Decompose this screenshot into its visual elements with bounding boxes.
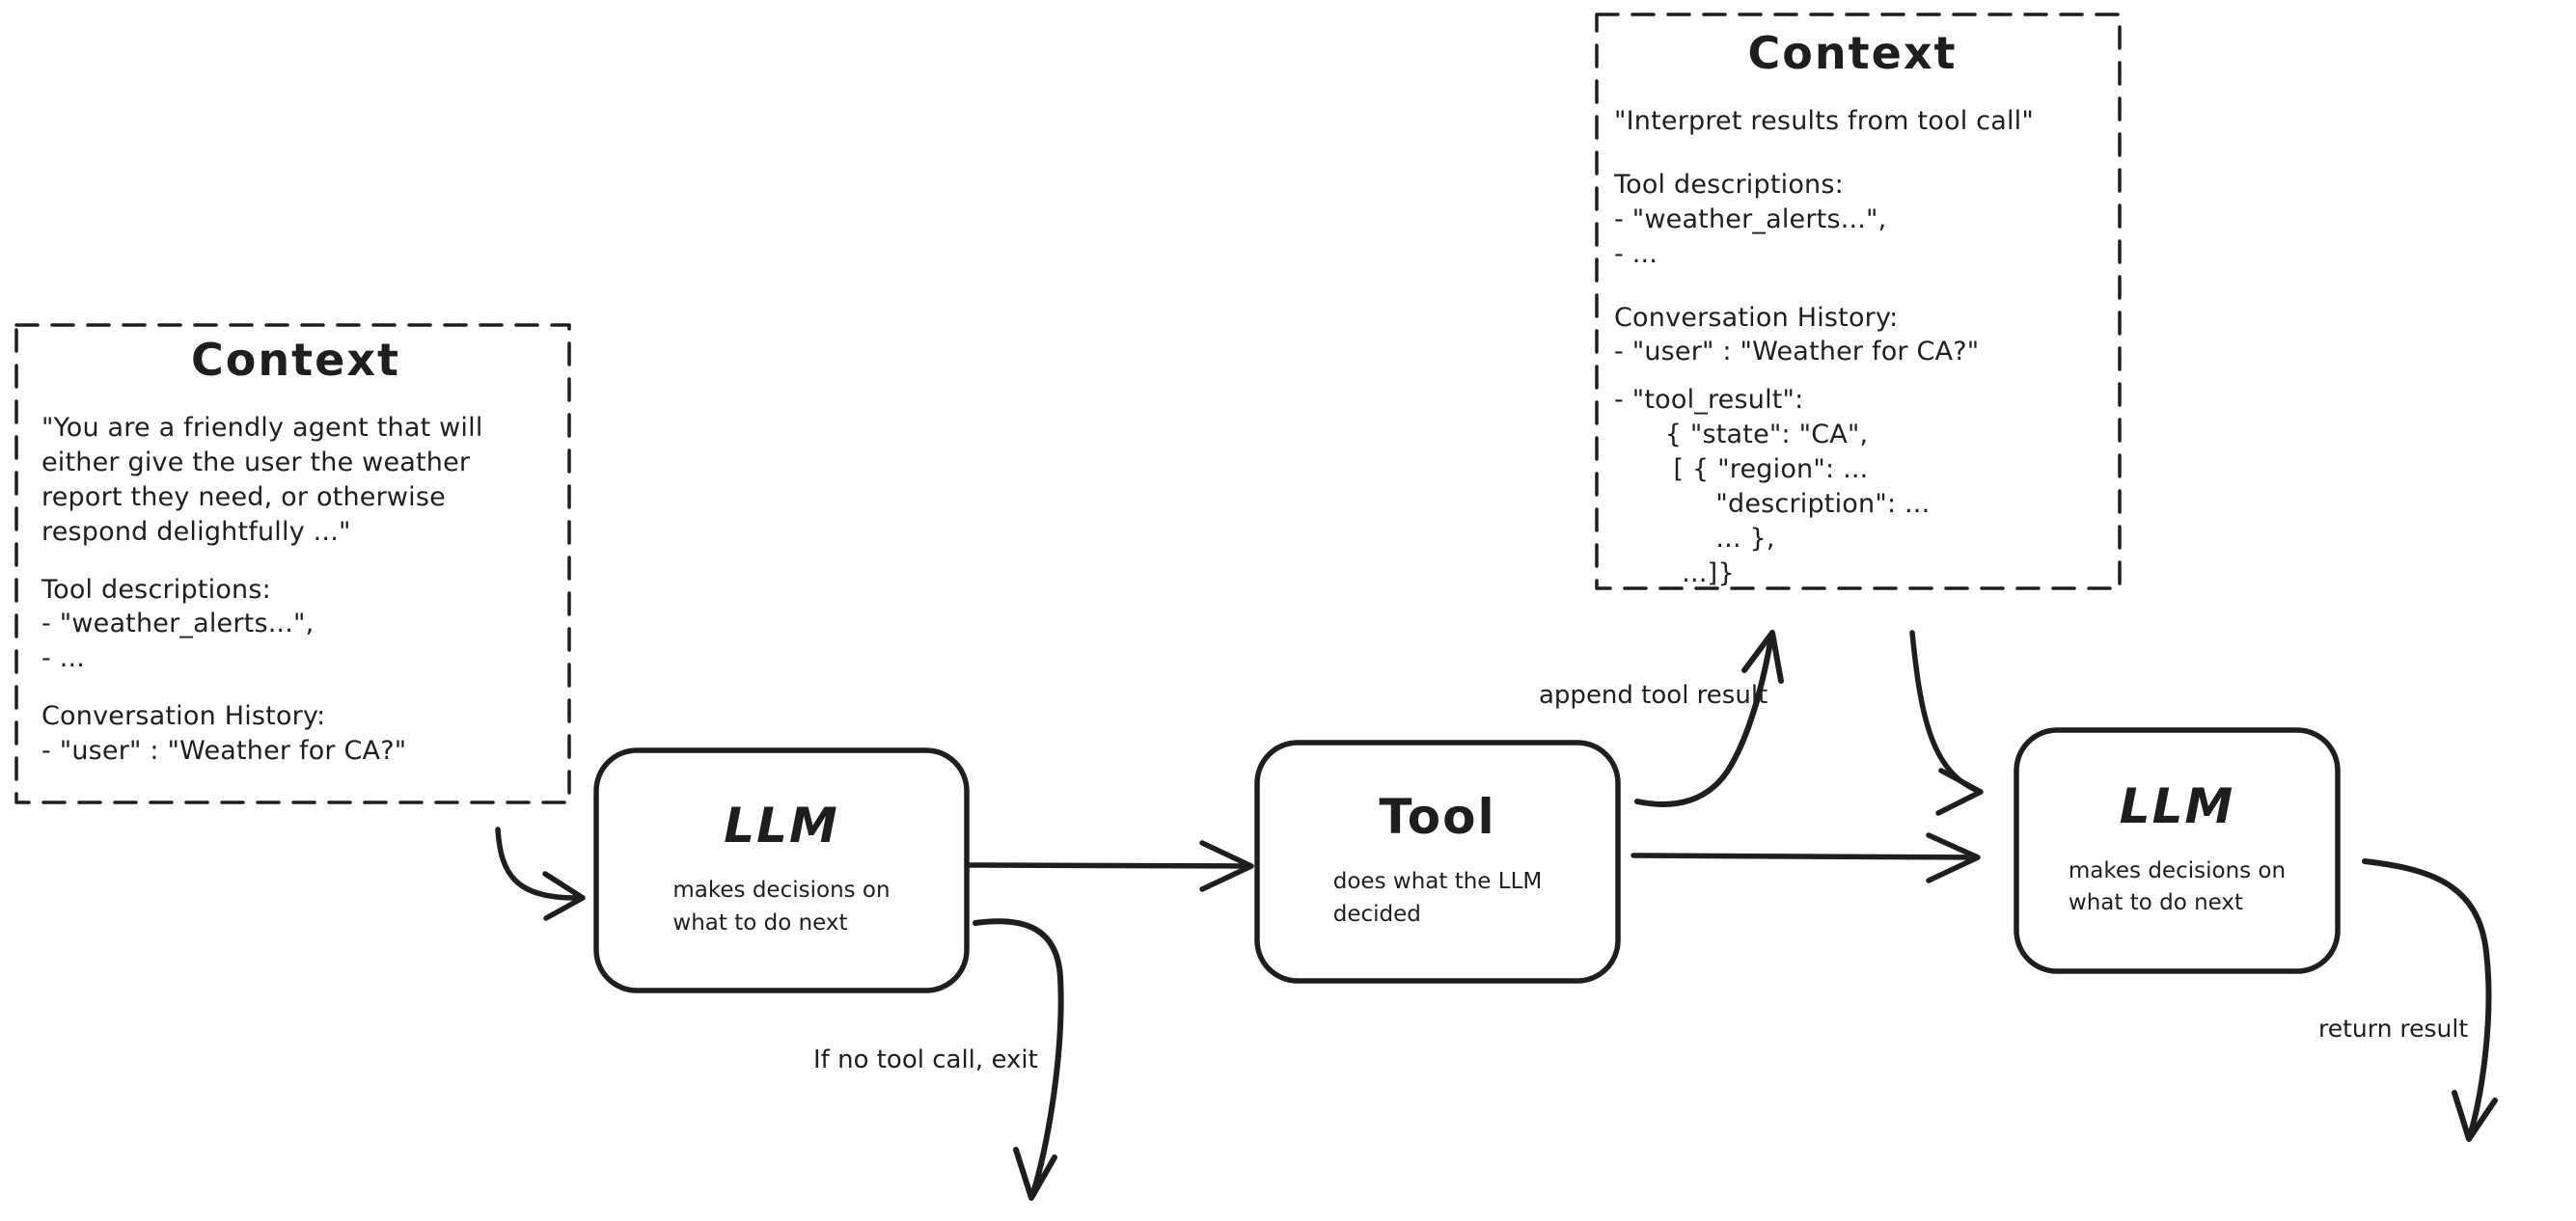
llm-second-node-border (2014, 727, 2341, 974)
llm-first-node-title: LLM (724, 798, 839, 855)
context-box-right: Context "Interpret results from tool cal… (1597, 14, 2120, 588)
context-box-left-system-prompt: "You are a friendly agent that will eith… (41, 412, 483, 547)
tool-node-border (1254, 740, 1621, 984)
edge-label-return-result: return result (2318, 1015, 2469, 1043)
llm-second-node-title: LLM (2119, 777, 2235, 834)
context-box-right-border (1595, 13, 2122, 590)
arrow-llm-first-to-tool (967, 840, 1254, 892)
tool-node-title: Tool (1379, 789, 1496, 846)
tool-node: Tool does what the LLM decided (1257, 743, 1618, 981)
edge-label-append-tool-result: append tool result (1539, 681, 1768, 710)
context-box-right-title: Context (1747, 27, 1958, 79)
arrow-tool-to-llm-second (1631, 832, 1981, 883)
arrow-context-left-to-llm-first (495, 827, 586, 921)
context-box-left-border (14, 323, 571, 804)
context-box-left-conversation-history: Conversation History: - "user" : "Weathe… (41, 701, 407, 767)
arrow-context-right-to-llm-second (1909, 630, 1984, 816)
context-box-left-tool-descriptions: Tool descriptions: - "weather_alerts..."… (41, 574, 315, 674)
context-box-left: Context "You are a friendly agent that w… (16, 325, 569, 802)
llm-first-node-subtitle: makes decisions on what to do next (672, 878, 891, 936)
llm-first-node: LLM makes decisions on what to do next (596, 750, 967, 990)
llm-second-node: LLM makes decisions on what to do next (2016, 730, 2338, 971)
arrow-llm-second-return (2362, 858, 2498, 1142)
tool-node-subtitle: does what the LLM decided (1332, 869, 1543, 927)
llm-second-node-subtitle: makes decisions on what to do next (2068, 857, 2287, 915)
context-box-right-tool-result: - "tool_result": { "state": "CA", [ { "r… (1614, 385, 1931, 588)
arrow-tool-to-context-right (1634, 630, 1784, 807)
context-box-left-title: Context (191, 334, 400, 386)
context-box-right-tool-descriptions: Tool descriptions: - "weather_alerts..."… (1614, 169, 1887, 269)
context-box-right-conversation-history: Conversation History: - "user" : "Weathe… (1614, 302, 1980, 367)
context-box-right-system-prompt: "Interpret results from tool call" (1614, 105, 2034, 136)
edge-label-if-no-tool-call-exit: If no tool call, exit (813, 1045, 1038, 1074)
arrow-llm-first-exit (973, 918, 1064, 1201)
llm-first-node-border (593, 747, 970, 993)
